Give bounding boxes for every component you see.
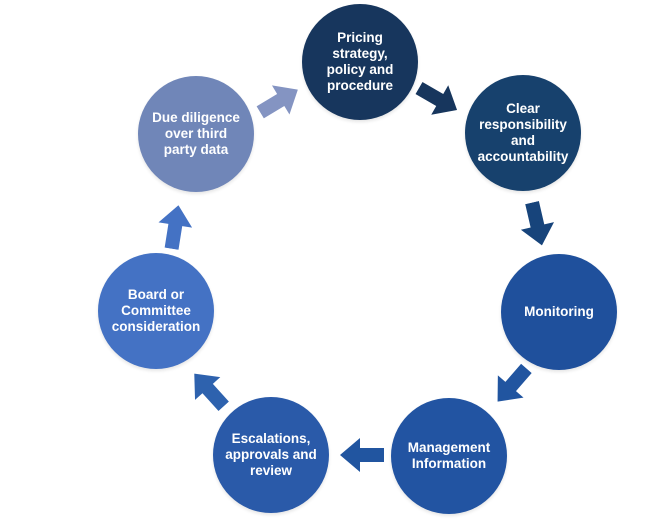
block-arrow-icon	[520, 200, 555, 246]
block-arrow-icon	[158, 205, 193, 250]
block-arrow-icon	[194, 373, 229, 412]
arrow-clear-responsibility-to-monitoring	[514, 198, 561, 249]
arrow-management-information-to-escalations	[340, 436, 384, 474]
node-label: Due diligence over third party data	[152, 110, 240, 157]
block-arrow-icon	[497, 363, 532, 402]
arrow-escalations-to-board-committee	[180, 361, 238, 419]
block-arrow-icon	[256, 85, 298, 119]
node-label: Management Information	[407, 440, 491, 471]
node-label: Escalations, approvals and review	[225, 431, 317, 478]
cycle-node-pricing-strategy: Pricing strategy, policy and procedure	[302, 4, 418, 120]
block-arrow-icon	[340, 438, 384, 472]
node-label: Board or Committee consideration	[111, 287, 201, 334]
node-label: Clear responsibility and accountability	[477, 101, 569, 164]
block-arrow-icon	[415, 81, 458, 115]
cycle-node-board-committee: Board or Committee consideration	[98, 253, 214, 369]
cycle-node-monitoring: Monitoring	[501, 254, 617, 370]
arrow-board-committee-to-due-diligence	[153, 202, 197, 251]
arrow-monitoring-to-management-information	[483, 356, 541, 414]
cycle-node-management-information: Management Information	[391, 398, 507, 514]
cycle-node-due-diligence: Due diligence over third party data	[138, 76, 254, 192]
arrow-pricing-to-clear-responsibility	[409, 72, 466, 127]
arrow-due-diligence-to-pricing	[250, 73, 307, 128]
cycle-node-clear-responsibility: Clear responsibility and accountability	[465, 75, 581, 191]
node-label: Monitoring	[524, 304, 594, 320]
cycle-node-escalations: Escalations, approvals and review	[213, 397, 329, 513]
node-label: Pricing strategy, policy and procedure	[326, 30, 394, 93]
